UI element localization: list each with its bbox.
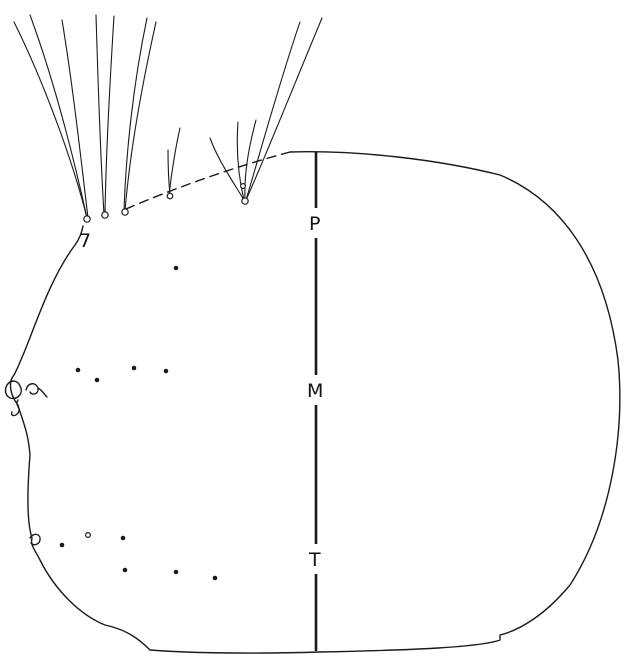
midline-label-p: P bbox=[309, 213, 320, 235]
sensory-pores bbox=[60, 266, 218, 581]
setal-bristles bbox=[14, 15, 322, 218]
lateral-pore-upper bbox=[6, 381, 22, 398]
setae-number-label: 7 bbox=[79, 230, 91, 252]
setal-sockets bbox=[84, 184, 248, 223]
midline-label-m: M bbox=[307, 380, 323, 402]
midline-label-t: T bbox=[308, 549, 321, 571]
lateral-seta-p bbox=[26, 384, 47, 397]
dashed-dorsal-margin bbox=[126, 152, 290, 209]
